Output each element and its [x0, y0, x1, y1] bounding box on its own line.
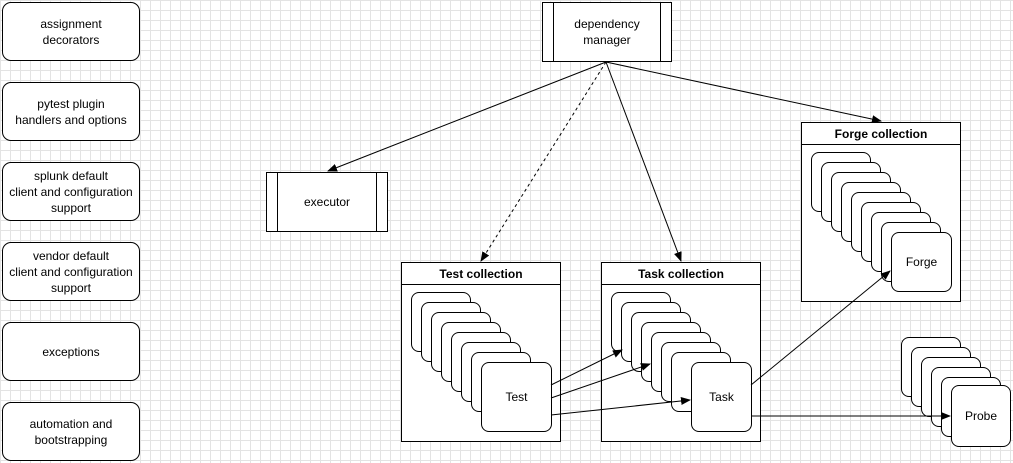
arrow-manager-to-task	[605, 61, 682, 262]
sidebar-item-splunk-default: splunk default client and configuration …	[2, 162, 140, 221]
sidebar-item-automation: automation and bootstrapping	[2, 402, 140, 461]
test-card-label: Test	[505, 390, 528, 404]
sidebar-item-assignment-decorators: assignment decorators	[2, 2, 140, 61]
forge-card: Forge	[891, 232, 952, 292]
arrow-manager-to-test	[480, 61, 607, 262]
dependency-manager-label: dependency manager	[574, 17, 640, 47]
test-collection: Test collection Test	[401, 262, 561, 442]
forge-card-label: Forge	[905, 255, 938, 269]
task-card-label: Task	[709, 390, 734, 404]
forge-collection-title: Forge collection	[802, 123, 960, 145]
sidebar-item-exceptions: exceptions	[2, 322, 140, 381]
task-collection: Task collection Task	[601, 262, 761, 442]
executor-node: executor	[266, 172, 388, 232]
task-collection-title: Task collection	[602, 263, 760, 285]
executor-label: executor	[303, 195, 351, 209]
sidebar-item-vendor-default: vendor default client and configuration …	[2, 242, 140, 301]
arrow-manager-to-executor	[327, 61, 607, 172]
probe-card: Probe	[951, 385, 1011, 447]
test-collection-title: Test collection	[402, 263, 560, 285]
probe-card-label: Probe	[964, 409, 998, 423]
arrow-manager-to-forge	[605, 61, 882, 124]
dependency-manager-node: dependency manager	[542, 2, 672, 62]
forge-collection: Forge collection Forge	[801, 122, 961, 302]
sidebar-item-pytest-plugin: pytest plugin handlers and options	[2, 82, 140, 141]
test-card: Test	[481, 362, 552, 432]
task-card: Task	[691, 362, 752, 432]
